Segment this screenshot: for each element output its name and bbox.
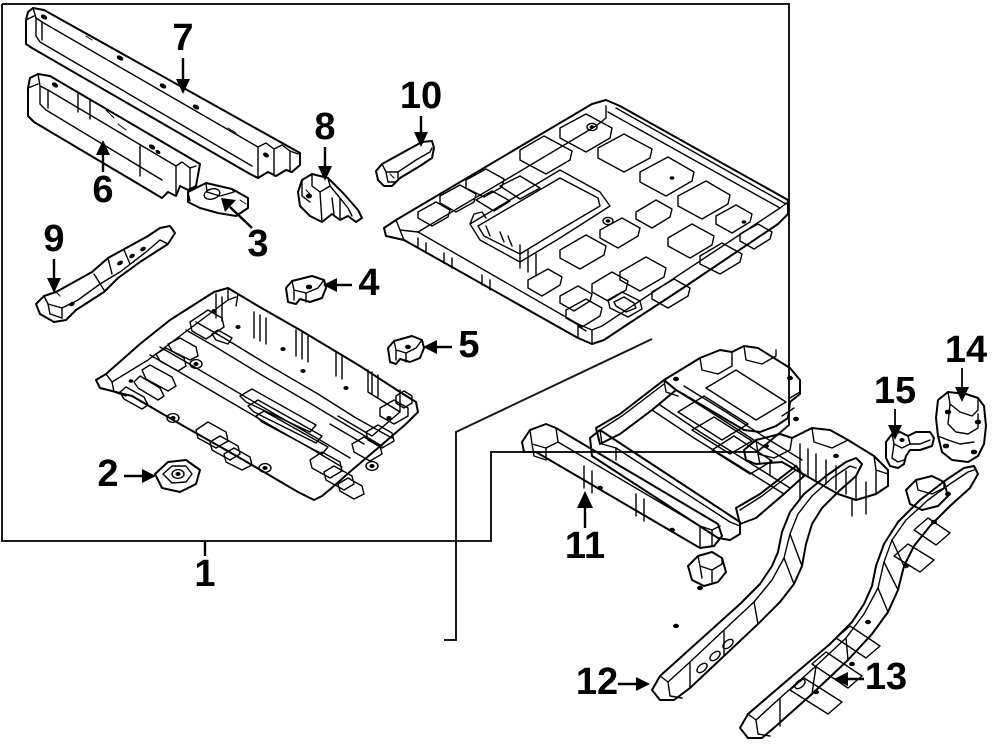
callout-7-arrow-icon xyxy=(176,79,190,94)
callout-8-label: 8 xyxy=(314,106,335,148)
callout-13-arrow-icon xyxy=(834,672,848,686)
callout-3-arrow-icon xyxy=(221,198,236,212)
callout-2-arrow-icon xyxy=(142,469,156,483)
callout-10-label: 10 xyxy=(400,75,442,117)
callout-3-leader xyxy=(229,206,253,229)
callout-10[interactable]: 10 xyxy=(400,75,442,147)
callout-1[interactable]: 1 xyxy=(194,542,216,595)
part-rear-crossmember-center xyxy=(743,427,889,517)
callout-11-label: 11 xyxy=(565,525,605,567)
callout-8[interactable]: 8 xyxy=(314,106,336,181)
callout-11-arrow-icon xyxy=(577,491,593,508)
callout-3[interactable]: 3 xyxy=(221,198,269,265)
part-floor-extension-bracket xyxy=(375,140,435,187)
callout-14-arrow-icon xyxy=(955,387,969,402)
callout-14[interactable]: 14 xyxy=(945,329,987,402)
callout-4-label: 4 xyxy=(358,262,379,304)
callout-12-label: 12 xyxy=(576,661,618,703)
callout-12-arrow-icon xyxy=(636,677,650,691)
callout-1-label: 1 xyxy=(194,553,215,595)
callout-9[interactable]: 9 xyxy=(43,218,65,293)
part-front-floor-pan xyxy=(95,287,419,501)
callout-8-arrow-icon xyxy=(318,166,332,181)
callout-10-arrow-icon xyxy=(414,132,428,147)
callout-15-arrow-icon xyxy=(888,425,902,440)
part-floor-bracket-small-rear xyxy=(387,335,425,365)
callout-12[interactable]: 12 xyxy=(576,661,650,703)
group-boundaries xyxy=(1,3,790,641)
callout-9-label: 9 xyxy=(43,218,64,260)
callout-5[interactable]: 5 xyxy=(423,324,480,366)
callout-13-label: 13 xyxy=(865,656,907,698)
part-floor-pan-reinforcement-plate xyxy=(154,459,201,493)
part-rear-floor-pan xyxy=(383,99,789,345)
callout-11[interactable]: 11 xyxy=(565,491,605,567)
callout-7-label: 7 xyxy=(172,17,193,59)
part-floor-bracket-small xyxy=(285,275,327,305)
part-floor-side-rail-front xyxy=(35,225,176,323)
part-rear-side-rail-left xyxy=(651,457,863,701)
callout-9-arrow-icon xyxy=(47,278,61,293)
callout-5-arrow-icon xyxy=(423,340,437,354)
part-rear-floor-crossmember-assembly xyxy=(521,345,805,549)
callout-2-label: 2 xyxy=(97,453,118,495)
front-floor-group-box xyxy=(1,3,790,542)
callout-4-arrow-icon xyxy=(323,278,337,292)
callout-7[interactable]: 7 xyxy=(172,17,194,94)
callout-4[interactable]: 4 xyxy=(323,262,380,304)
part-front-floor-side-gusset xyxy=(297,173,363,223)
callout-2[interactable]: 2 xyxy=(97,453,156,495)
part-rear-rail-mounting-plate xyxy=(935,391,987,463)
callout-6-label: 6 xyxy=(92,169,113,211)
callout-15-label: 15 xyxy=(874,370,916,412)
callout-6[interactable]: 6 xyxy=(92,140,114,211)
rear-floor-group-boundary xyxy=(444,338,653,641)
callout-13[interactable]: 13 xyxy=(834,656,907,698)
callout-5-label: 5 xyxy=(458,324,479,366)
callout-6-arrow-icon xyxy=(96,140,110,155)
callout-layer: 1 2 3 4 5 6 xyxy=(43,17,987,703)
part-rear-side-rail-right xyxy=(739,465,979,739)
part-seat-mounting-bracket xyxy=(187,182,249,217)
part-rear-bumper-mount-hook xyxy=(885,431,935,469)
part-front-crossmember-outer xyxy=(25,7,301,179)
callout-15[interactable]: 15 xyxy=(874,370,916,440)
callout-3-label: 3 xyxy=(247,223,268,265)
callout-14-label: 14 xyxy=(945,329,987,371)
part-front-crossmember-inner xyxy=(27,73,201,199)
